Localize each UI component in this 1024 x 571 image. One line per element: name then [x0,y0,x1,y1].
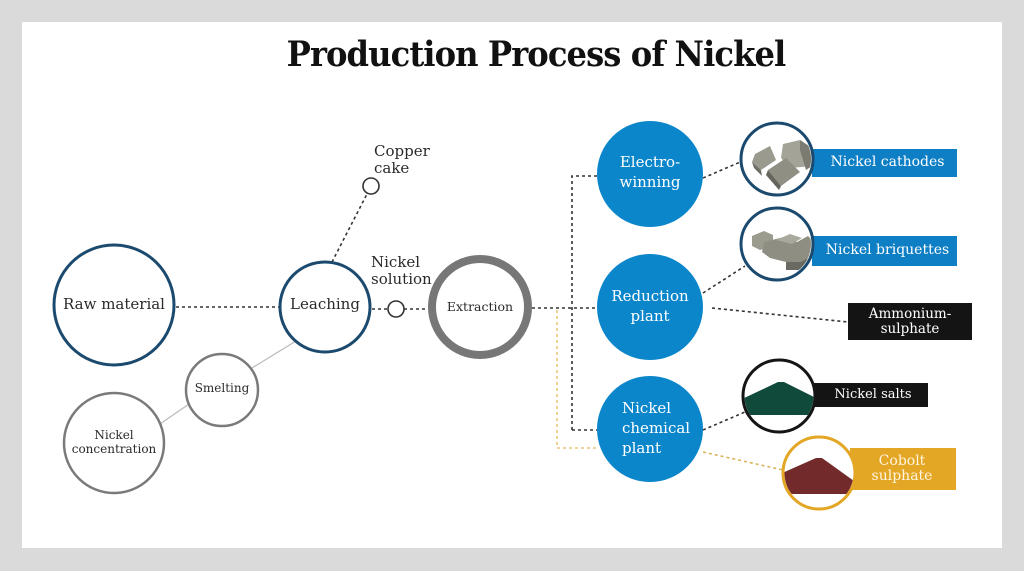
electrowinning-label-line1: Electro- [619,153,681,171]
reduction-plant-label: Reduction plant [598,286,702,326]
nickel-concentration-node [62,391,166,495]
nickel-solution-label-line2: solution [371,270,432,289]
green-salt-pile-icon [741,358,817,434]
smelting-node [184,352,260,428]
raw-material-node [52,243,176,367]
cobolt-sulphate-tag: Cobolt sulphate [854,448,950,490]
copper-cake-node [362,177,380,195]
ammonium-sulphate-tag-bg [848,303,972,340]
ammonium-sulphate-tag-line1: Ammonium- [868,305,952,322]
nickel-chemical-plant-node [597,376,703,482]
connector-gold-to-chemical-plant [556,310,598,449]
nickel-salts-tag-bg [810,383,928,407]
smelting-label: Smelting [194,381,250,395]
connector-leaching-to-copper-cake [331,193,368,263]
nickel-briquettes-tag: Nickel briquettes [825,242,950,259]
leaching-node [278,260,372,354]
nickel-briquettes-tag-bg [812,236,957,266]
nickel-chemical-plant-label: Nickel chemical plant [622,398,690,458]
page-title: Production Process of Nickel [286,34,787,75]
reduction-plant-label-line1: Reduction [611,287,689,305]
extraction-node [428,255,532,359]
ammonium-sulphate-tag: Ammonium- sulphate [848,303,972,340]
nickel-cathodes-tag-bg [812,149,957,177]
electrowinning-label-line2: winning [619,173,681,191]
metal-plates-icon [739,121,815,197]
cobolt-sulphate-tag-line1: Cobolt [878,452,926,469]
leaching-label: Leaching [290,295,360,313]
copper-cake-label-line2: cake [374,159,410,178]
nickel-cathodes-tag: Nickel cathodes [830,154,945,171]
nickel-concentration-label-line2: concentration [71,441,157,456]
nickel-chemical-plant-label-line3: plant [622,439,662,457]
nickel-solution-label-line1: Nickel [371,253,421,271]
nickel-solution-label: Nickel solution [371,253,432,289]
reduction-plant-label-line2: plant [630,307,670,325]
cobolt-sulphate-tag-bg [850,448,956,490]
electrowinning-label: Electro- winning [600,152,700,192]
nickel-chemical-plant-label-line2: chemical [622,419,691,437]
nickel-solution-node [387,300,405,318]
nickel-chemical-plant-label-line1: Nickel [622,399,672,417]
reduction-plant-node [597,254,703,360]
ammonium-sulphate-tag-line2: sulphate [880,320,940,337]
connector-smelting-to-leaching [251,340,297,369]
connector-reduction-to-briquettes [702,265,746,294]
copper-cake-label-line1: Copper [374,142,430,160]
copper-cake-label: Copper cake [374,142,430,178]
raw-material-label: Raw material [63,295,165,313]
connector-electrowinning-to-cathodes [702,159,746,179]
cobolt-sulphate-tag-line2: sulphate [871,468,933,484]
connectors [159,159,849,471]
red-powder-pile-icon [781,435,857,511]
nickel-salts-tag: Nickel salts [834,386,912,402]
connector-chemical-to-cobolt [702,451,784,471]
extraction-label: Extraction [446,299,514,314]
connector-reduction-to-ammonium [711,307,849,323]
nickel-concentration-label-line1: Nickel [94,428,134,442]
connector-to-electrowinning [571,175,600,430]
nickel-concentration-label: Nickel concentration [64,428,164,457]
connector-chemical-to-salts [702,411,746,431]
connector-concentration-to-smelting [159,403,190,425]
metal-briquettes-icon [739,206,815,282]
electrowinning-node [597,121,703,227]
